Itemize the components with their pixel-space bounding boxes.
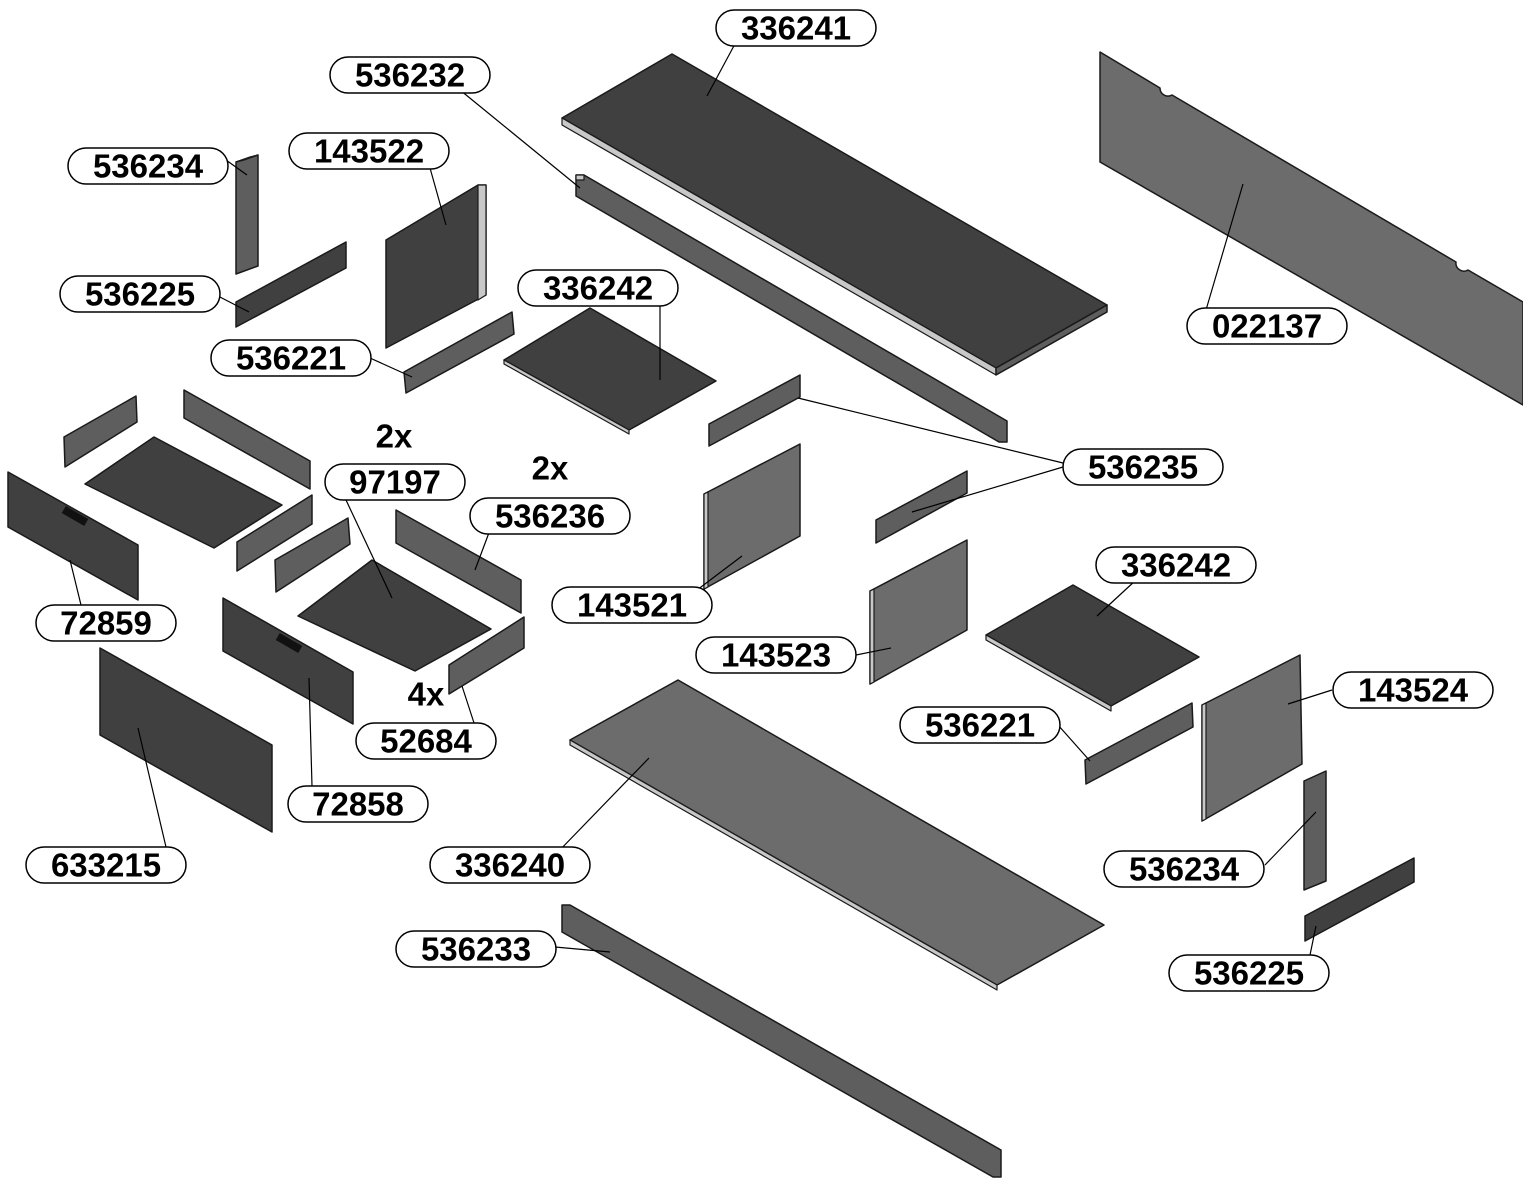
part-143523-side-panel: [869, 539, 968, 685]
callout-label: 336242: [1121, 547, 1231, 584]
part-drawer-2-group: [222, 509, 525, 725]
part-536235-rail-b: [875, 470, 968, 544]
callout-536236: 536236: [469, 497, 631, 535]
callout-143523: 143523: [695, 636, 857, 674]
leader-lines: [69, 41, 1333, 956]
callout-label: 336242: [543, 270, 653, 307]
callout-label: 536234: [93, 148, 204, 185]
part-drawer-1-group: [7, 389, 313, 601]
callout-536225-b: 536225: [1168, 954, 1330, 992]
callout-label: 536221: [236, 340, 346, 377]
part-143521-side-panel: [703, 443, 801, 590]
part-336240-bottom-panel: [569, 679, 1105, 991]
callout-label: 633215: [51, 847, 161, 884]
callout-label: 536225: [1194, 955, 1304, 992]
callout-label: 536232: [355, 57, 465, 94]
callout-label: 72859: [60, 605, 152, 642]
callout-label: 143524: [1358, 672, 1469, 709]
part-536225-rail-b: [1304, 857, 1415, 942]
callout-336240: 336240: [429, 846, 591, 884]
callout-143524: 143524: [1332, 671, 1494, 709]
part-336241-top-panel: [561, 53, 1108, 376]
part-536225-rail-a: [235, 241, 347, 328]
part-536221-rail-a: [403, 311, 515, 394]
part-536233-rail: [561, 904, 1002, 1178]
callout-label: 143522: [314, 133, 424, 170]
callout-label: 536221: [925, 707, 1035, 744]
callout-536233: 536233: [395, 930, 557, 968]
part-143524-side-panel: [1201, 654, 1303, 822]
callout-label: 336240: [455, 847, 565, 884]
part-536232-rail: [575, 174, 1008, 443]
callout-143521: 143521: [551, 586, 713, 624]
part-022137-back-panel: [1099, 51, 1523, 406]
callout-97197: 97197: [324, 463, 466, 501]
callout-536232: 536232: [329, 56, 491, 94]
callout-label: 536233: [421, 931, 531, 968]
part-536234-upright-b: [1303, 770, 1327, 891]
part-536234-upright-a: [235, 154, 259, 275]
callout-label: 536235: [1088, 449, 1198, 486]
callout-336242-b: 336242: [1095, 546, 1257, 584]
callout-label: 536234: [1129, 851, 1240, 888]
callout-536221-a: 536221: [210, 339, 372, 377]
quantity-52684: 4x: [408, 676, 445, 713]
callout-label: 536225: [85, 276, 195, 313]
part-633215-panel: [99, 647, 273, 833]
part-336242-shelf-a: [503, 307, 717, 435]
part-336242-shelf-b: [985, 584, 1200, 712]
part-143522-side-panel: [385, 184, 487, 349]
part-536235-rail-a: [708, 374, 801, 447]
callout-536225-a: 536225: [59, 275, 221, 313]
callout-536235: 536235: [1062, 448, 1224, 486]
callout-label: 022137: [1212, 308, 1322, 345]
callout-022137: 022137: [1186, 307, 1348, 345]
callout-72859: 72859: [35, 604, 177, 642]
callout-72858: 72858: [287, 785, 429, 823]
callout-label: 143521: [577, 587, 687, 624]
quantity-97197: 2x: [376, 418, 413, 455]
callout-336241: 336241: [715, 9, 877, 47]
quantity-536236: 2x: [532, 450, 569, 487]
part-536221-rail-b: [1084, 702, 1194, 785]
callout-label: 97197: [349, 464, 441, 501]
callout-143522: 143522: [288, 132, 450, 170]
callout-633215: 633215: [25, 846, 187, 884]
callout-label: 336241: [741, 10, 851, 47]
callout-label: 52684: [380, 723, 472, 760]
callout-label: 536236: [495, 498, 605, 535]
callout-label: 72858: [312, 786, 404, 823]
callout-536234-a: 536234: [67, 147, 229, 185]
callout-52684: 52684: [355, 722, 497, 760]
callout-536234-b: 536234: [1103, 850, 1265, 888]
callout-label: 143523: [721, 637, 831, 674]
callout-336242-a: 336242: [517, 269, 679, 307]
callout-536221-b: 536221: [899, 706, 1061, 744]
